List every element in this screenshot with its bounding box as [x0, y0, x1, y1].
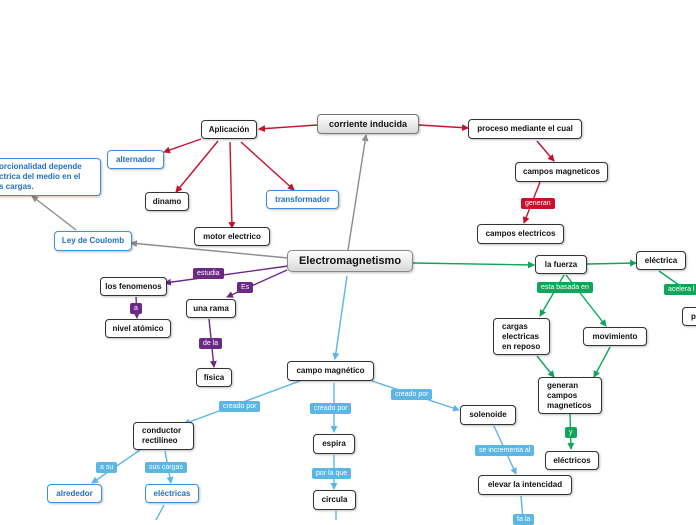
link-label-a-su: a su — [96, 462, 118, 473]
node-ley-coulomb[interactable]: Ley de Coulomb — [54, 231, 132, 251]
link-label-acelera: acelera l — [664, 284, 696, 295]
node-campo-magnetico[interactable]: campo magnético — [287, 361, 374, 381]
node-conductor[interactable]: conductor rectilíneo — [133, 422, 194, 450]
node-una-rama[interactable]: una rama — [186, 299, 236, 318]
link-label-de-la: de la — [199, 338, 223, 349]
link-label-y: y — [565, 427, 577, 438]
node-motor-electrico[interactable]: motor electrico — [194, 227, 270, 246]
link-label-es: Es — [237, 282, 254, 293]
node-aplicacion[interactable]: Aplicación — [201, 120, 257, 139]
node-dinamo[interactable]: dinamo — [145, 192, 189, 211]
link-label-sus-cargas: sus cargas — [145, 462, 187, 473]
node-corriente-inducida[interactable]: corriente inducida — [317, 114, 419, 134]
link-label-a: a — [130, 303, 142, 314]
node-cargas-reposo[interactable]: cargas electricas en reposo — [493, 318, 550, 355]
node-campos-magneticos[interactable]: campos magneticos — [515, 162, 608, 182]
node-electricas[interactable]: eléctricas — [145, 484, 199, 503]
node-p-cut[interactable]: p — [682, 307, 696, 326]
link-label-creado-por-3: creado por — [391, 389, 433, 400]
node-alrededor[interactable]: alrededor — [47, 484, 102, 503]
node-elevar[interactable]: elevar la intencidad — [478, 475, 572, 495]
node-fenomenos[interactable]: los fenomenos — [100, 277, 167, 296]
node-solenoide[interactable]: solenoide — [460, 405, 516, 425]
node-circula[interactable]: circula — [313, 490, 356, 510]
node-espira[interactable]: espira — [313, 434, 355, 454]
link-label-estudia: estudia — [193, 268, 224, 279]
node-campos-electricos[interactable]: campos electricos — [477, 224, 564, 244]
link-label-creado-por-1: creado por — [219, 401, 261, 412]
node-transformador[interactable]: transformador — [266, 190, 339, 209]
node-la-fuerza[interactable]: la fuerza — [535, 255, 587, 274]
link-label-creado-por-2: creado por — [310, 403, 352, 414]
node-generan-campos[interactable]: generan campos magneticos — [538, 377, 602, 414]
link-label-se-incrementa: se incrementa al — [475, 445, 535, 456]
central-topic[interactable]: Electromagnetismo — [287, 250, 413, 272]
node-alternador[interactable]: alternador — [107, 150, 164, 169]
link-label-por-la-que: por la que — [312, 468, 352, 479]
node-proporcionalidad[interactable]: orcionalidad depende ctrica del medio en… — [0, 158, 101, 196]
node-electricos[interactable]: eléctricos — [545, 451, 599, 470]
link-label-generan: generan — [521, 198, 555, 209]
node-electrica[interactable]: eléctrica — [636, 251, 686, 270]
node-movimiento[interactable]: movimiento — [583, 327, 647, 346]
node-nivel-atomico[interactable]: nivel atómico — [105, 319, 171, 338]
node-proceso[interactable]: proceso mediante el cual — [468, 119, 582, 139]
node-fisica[interactable]: física — [196, 368, 232, 387]
link-label-esta-basada: esta basada en — [537, 282, 593, 293]
